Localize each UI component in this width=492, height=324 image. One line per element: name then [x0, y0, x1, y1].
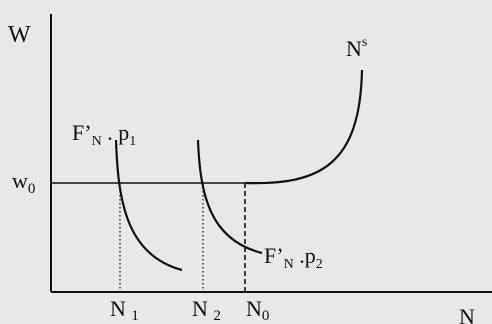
- supply-curve-label: Ns: [346, 35, 367, 61]
- y-axis-label: W: [8, 22, 31, 48]
- wage-level-label: w0: [12, 168, 35, 197]
- x-axis-label: N: [459, 304, 475, 324]
- supply-curve: [245, 69, 364, 185]
- tick-n1-label: N 1: [110, 296, 139, 324]
- demand-curve-2-label: F’N .p2: [264, 243, 323, 272]
- demand-curve-2: [196, 139, 263, 255]
- tick-n0-label: N0: [246, 296, 269, 324]
- tick-n2-label: N 2: [192, 296, 221, 324]
- demand-curve-1-label: F’N . p1: [72, 120, 136, 149]
- demand-curve-1: [114, 139, 183, 272]
